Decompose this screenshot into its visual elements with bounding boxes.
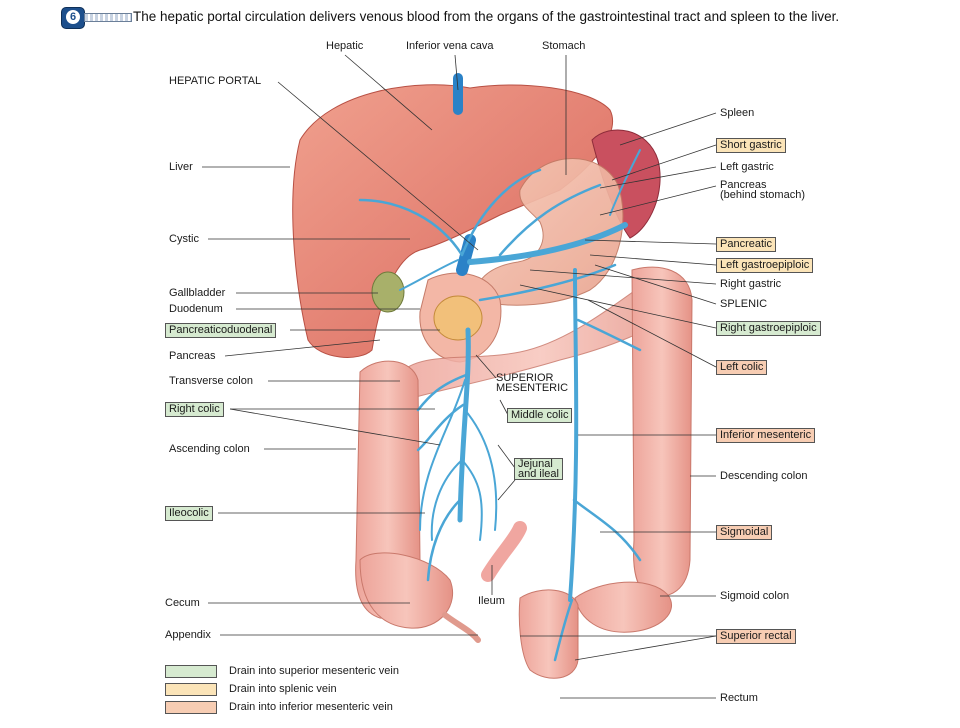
label-ascending-colon: Ascending colon: [169, 443, 250, 455]
label-pancreatic: Pancreatic: [716, 237, 776, 252]
figure-badge-decoration: [84, 13, 132, 22]
label-cecum: Cecum: [165, 597, 200, 609]
pancreas-head: [433, 295, 483, 341]
label-left-gastroepiploic: Left gastroepiploic: [716, 258, 814, 273]
legend-swatch-inferior-mesenteric: [165, 701, 217, 714]
appendix: [442, 612, 481, 643]
label-superior-rectal: Superior rectal: [716, 629, 796, 644]
middle-colic-branch: [416, 373, 468, 412]
hepatic-portal-vein: [456, 234, 476, 276]
label-jejunal-ileal: Jejunal and ileal: [514, 458, 563, 480]
label-superior-mesenteric-line2: MESENTERIC: [496, 382, 569, 394]
label-gallbladder: Gallbladder: [169, 287, 226, 299]
figure-caption: The hepatic portal circulation delivers …: [133, 9, 840, 24]
label-appendix: Appendix: [165, 629, 211, 641]
label-sigmoid-colon: Sigmoid colon: [720, 590, 790, 602]
label-pancreas-behind-stomach: Pancreas (behind stomach): [720, 179, 805, 201]
label-superior-mesenteric: SUPERIOR MESENTERIC: [496, 372, 569, 394]
venous-tree: [358, 73, 642, 662]
label-pancreaticoduodenal: Pancreaticoduodenal: [165, 323, 277, 338]
label-splenic: SPLENIC: [720, 298, 768, 310]
label-duodenum: Duodenum: [169, 303, 223, 315]
descending-colon: [631, 266, 693, 597]
label-stomach: Stomach: [542, 40, 586, 52]
figure-number: 6: [66, 10, 80, 24]
inferior-mesenteric-vein: [568, 268, 579, 602]
label-spleen: Spleen: [720, 107, 755, 119]
leader-lines: [202, 54, 717, 699]
label-left-colic: Left colic: [716, 360, 768, 375]
label-hepatic: Hepatic: [326, 40, 364, 52]
legend-text-splenic: Drain into splenic vein: [229, 683, 337, 695]
jejunal-ileal-branches: [419, 379, 498, 541]
right-colic-branch: [416, 403, 465, 452]
short-gastric-branch: [609, 149, 641, 216]
cecum: [359, 552, 454, 629]
label-middle-colic: Middle colic: [507, 408, 573, 423]
label-right-gastric: Right gastric: [720, 278, 782, 290]
legend-swatch-splenic: [165, 683, 217, 696]
superior-rectal-branch: [553, 598, 574, 662]
label-hepatic-portal: HEPATIC PORTAL: [169, 75, 262, 87]
label-ileocolic: Ileocolic: [165, 506, 213, 521]
rectum: [518, 589, 579, 679]
cystic-branch: [399, 259, 459, 291]
label-descending-colon: Descending colon: [720, 470, 808, 482]
label-right-gastroepiploic: Right gastroepiploic: [716, 321, 821, 336]
label-rectum: Rectum: [720, 692, 758, 704]
gastroepiploic-branch: [478, 263, 617, 302]
label-sigmoidal: Sigmoidal: [716, 525, 773, 540]
label-ileum: Ileum: [478, 595, 505, 607]
splenic-vein: [467, 222, 628, 265]
sigmoid-colon: [574, 581, 672, 633]
label-pancreas-line2: (behind stomach): [720, 189, 805, 201]
label-inferior-vena-cava: Inferior vena cava: [406, 40, 494, 52]
label-transverse-colon: Transverse colon: [169, 375, 253, 387]
label-jejunal-line1: Jejunal: [518, 458, 553, 470]
gallbladder: [371, 271, 405, 313]
label-inferior-mesenteric: Inferior mesenteric: [716, 428, 816, 443]
left-gastric-branch: [498, 183, 602, 257]
label-liver: Liver: [169, 161, 193, 173]
legend-text-superior-mesenteric: Drain into superior mesenteric vein: [229, 665, 399, 677]
ileocolic-branch: [426, 498, 462, 582]
ileum: [481, 521, 527, 582]
label-right-colic: Right colic: [165, 402, 224, 417]
legend-swatch-superior-mesenteric: [165, 665, 217, 678]
label-pancreas-line1: Pancreas: [720, 179, 767, 191]
label-superior-mesenteric-line1: SUPERIOR: [496, 372, 554, 384]
label-pancreas: Pancreas: [169, 350, 216, 362]
label-cystic: Cystic: [169, 233, 199, 245]
stomach: [477, 158, 624, 306]
left-colic-branch: [576, 318, 642, 352]
sigmoidal-branch: [572, 498, 642, 562]
hepatic-branches: [358, 168, 542, 257]
legend-text-inferior-mesenteric: Drain into inferior mesenteric vein: [229, 701, 393, 713]
label-jejunal-line2: and ileal: [518, 468, 559, 480]
label-short-gastric: Short gastric: [716, 138, 786, 153]
label-left-gastric: Left gastric: [720, 161, 774, 173]
